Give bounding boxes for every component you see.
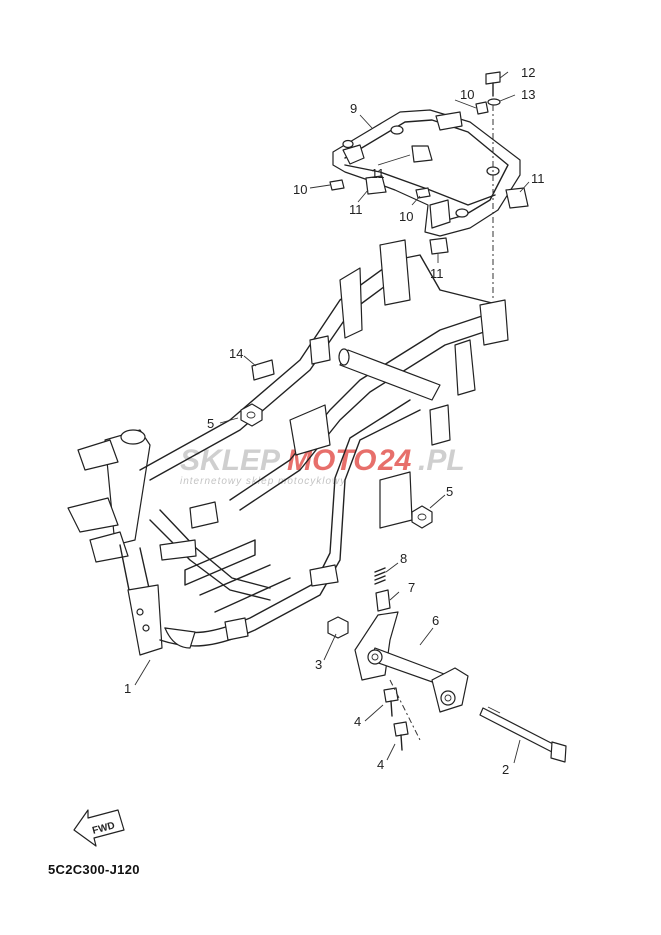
collar-part-7 [375,589,391,612]
callout-11c: 11 [531,171,545,186]
washer-part-13 [487,98,501,106]
callout-5a: 5 [207,416,214,431]
frame-part-1 [67,239,509,656]
callout-7: 7 [408,580,415,595]
spring-part-8 [374,567,386,585]
watermark-subtitle: internetowy sklep motocyklowy [180,476,346,487]
callout-14: 14 [229,346,243,361]
callout-8: 8 [400,551,407,566]
label-part-14 [251,359,275,381]
bolt-part-12 [485,71,501,97]
nut-part-3 [327,616,349,639]
callout-10a: 10 [460,87,474,102]
callout-6: 6 [432,613,439,628]
callout-10b: 10 [293,182,307,197]
callout-9: 9 [350,101,357,116]
callout-13: 13 [521,87,535,102]
engine-hanger-part-6 [354,611,469,713]
watermark-sklep: SKLEP [180,444,281,477]
callout-11d: 11 [430,266,444,281]
callout-4a: 4 [354,714,361,729]
hanger-centerline [389,679,421,741]
callout-leaders [134,71,530,764]
callout-11b: 11 [349,202,363,217]
nuts-part-5 [240,403,433,529]
callout-5b: 5 [446,484,453,499]
callout-3: 3 [315,657,322,672]
pivot-bolt-part-2 [479,706,567,763]
callout-10c: 10 [399,209,413,224]
bolts-part-4 [383,687,409,751]
callout-2: 2 [502,762,509,777]
watermark-pl: .PL [418,444,465,477]
engine-bracket-part-9 [332,109,521,237]
rubber-mounts-part-11 [365,145,529,255]
watermark: SKLEP MOTO 24 .PL internetowy sklep moto… [180,444,465,487]
callout-4b: 4 [377,757,384,772]
watermark-24: 24 [377,444,412,477]
callout-numbers: 1 2 3 4 4 5 5 6 7 8 9 10 10 10 11 11 11 … [124,65,545,777]
callout-1: 1 [124,681,131,696]
callout-12: 12 [521,65,535,80]
callout-11a: 11 [371,166,385,181]
forward-arrow-icon: FWD [73,809,125,847]
clips-part-10 [329,101,489,199]
diagram-code: 5C2C300-J120 [48,862,140,877]
